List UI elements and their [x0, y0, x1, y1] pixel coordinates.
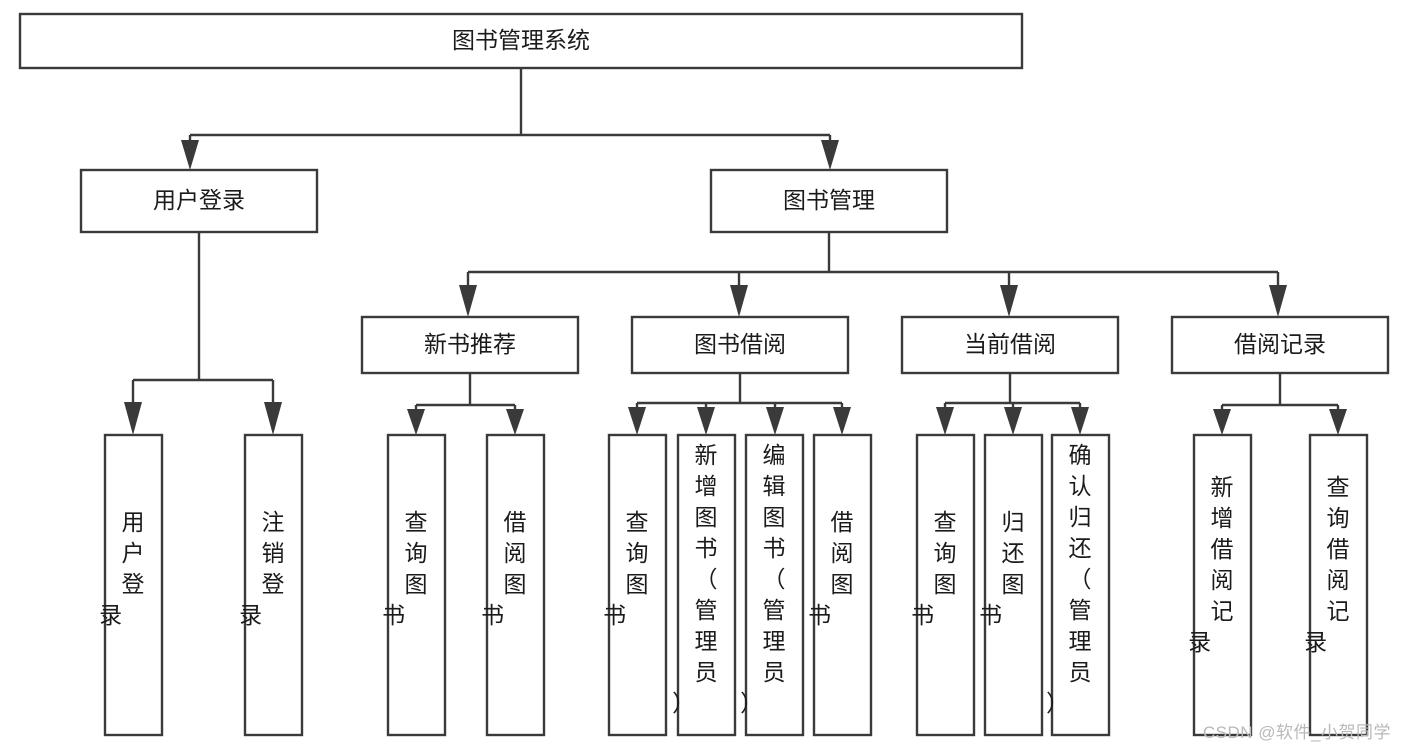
arrow-user-login-to-leaf-1 [124, 402, 142, 435]
node-new-book-rec[interactable]: 新书推荐 [360, 315, 580, 375]
node-leaf-borrow-book-2-box[interactable] [812, 433, 873, 737]
node-leaf-query-book-1-box[interactable] [386, 433, 447, 737]
node-leaf-confirm-return-label: 确认归还（管理员） [1046, 442, 1114, 716]
arrow-root-to-book-manage [821, 140, 839, 170]
arrow-book-borrow-to-leaf-1 [628, 407, 646, 435]
watermark: CSDN @软件_小贺同学 [1202, 723, 1391, 742]
arrow-current-borrow-to-leaf-3 [1071, 407, 1089, 435]
node-current-borrow[interactable]: 当前借阅 [900, 315, 1120, 375]
arrow-book-manage-to-borrow-record [1269, 285, 1287, 317]
node-book-manage[interactable]: 图书管理 [709, 168, 949, 234]
arrow-new-book-rec-to-leaf-2 [506, 409, 524, 435]
node-leaf-user-login-box[interactable] [103, 433, 164, 737]
node-user-login-box[interactable] [79, 168, 319, 234]
node-leaf-query-record-box[interactable] [1308, 433, 1369, 737]
node-leaf-return-book[interactable]: 归还图书 [979, 433, 1047, 737]
node-leaf-return-book-label: 归还图书 [979, 509, 1047, 628]
node-new-book-rec-box[interactable] [360, 315, 580, 375]
arrow-borrow-record-to-leaf-1 [1213, 409, 1231, 435]
node-root-box[interactable] [18, 12, 1024, 70]
node-leaf-confirm-return-box[interactable] [1050, 433, 1111, 737]
node-borrow-record[interactable]: 借阅记录 [1170, 315, 1390, 375]
node-book-borrow[interactable]: 图书借阅 [630, 315, 850, 375]
node-leaf-query-book-2[interactable]: 查询图书 [603, 433, 671, 737]
node-leaf-borrow-book-1-label: 借阅图书 [481, 509, 549, 628]
node-leaf-user-login-label: 用户登录 [99, 509, 167, 628]
node-book-borrow-label: 图书借阅 [694, 331, 786, 357]
node-leaf-logout-box[interactable] [243, 433, 304, 737]
node-leaf-query-book-3-box[interactable] [915, 433, 976, 737]
arrow-current-borrow-to-leaf-2 [1004, 407, 1022, 435]
arrow-new-book-rec-to-leaf-1 [407, 409, 425, 435]
node-leaf-edit-book-box[interactable] [744, 433, 805, 737]
node-leaf-query-book-1[interactable]: 查询图书 [382, 433, 450, 737]
arrow-borrow-record-to-leaf-2 [1329, 409, 1347, 435]
node-leaf-edit-book[interactable]: 编辑图书（管理员） [740, 433, 808, 737]
node-leaf-edit-book-label: 编辑图书（管理员） [740, 442, 808, 716]
node-new-book-rec-label: 新书推荐 [424, 331, 516, 357]
node-borrow-record-box[interactable] [1170, 315, 1390, 375]
node-user-login-label: 用户登录 [153, 187, 245, 213]
arrow-book-manage-to-new-book-rec [459, 285, 477, 317]
node-leaf-query-book-3-label: 查询图书 [911, 509, 979, 628]
node-current-borrow-box[interactable] [900, 315, 1120, 375]
node-leaf-query-book-3[interactable]: 查询图书 [911, 433, 979, 737]
node-leaf-add-record[interactable]: 新增借阅记录 [1188, 433, 1256, 737]
arrow-book-borrow-to-leaf-2 [697, 407, 715, 435]
node-leaf-add-record-label: 新增借阅记录 [1188, 474, 1256, 655]
node-root-label: 图书管理系统 [452, 27, 590, 53]
node-book-manage-label: 图书管理 [783, 187, 875, 213]
arrow-book-borrow-to-leaf-4 [833, 407, 851, 435]
node-leaf-logout-label: 注销登录 [239, 509, 307, 628]
node-leaf-query-record-label: 查询借阅记录 [1304, 474, 1372, 655]
node-leaf-borrow-book-2[interactable]: 借阅图书 [808, 433, 876, 737]
arrow-current-borrow-to-leaf-1 [936, 407, 954, 435]
node-borrow-record-label: 借阅记录 [1234, 331, 1326, 357]
arrow-book-manage-to-book-borrow [730, 285, 748, 317]
node-root[interactable]: 图书管理系统 [18, 12, 1024, 70]
node-leaf-logout[interactable]: 注销登录 [239, 433, 307, 737]
node-leaf-borrow-book-2-label: 借阅图书 [808, 509, 876, 628]
node-leaf-query-book-2-box[interactable] [607, 433, 668, 737]
node-user-login[interactable]: 用户登录 [79, 168, 319, 234]
node-leaf-user-login[interactable]: 用户登录 [99, 433, 167, 737]
node-book-manage-box[interactable] [709, 168, 949, 234]
node-leaf-query-book-2-label: 查询图书 [603, 509, 671, 628]
node-leaf-query-book-1-label: 查询图书 [382, 509, 450, 628]
arrow-book-borrow-to-leaf-3 [766, 407, 784, 435]
arrow-root-to-user-login [181, 140, 199, 170]
edge-layer [124, 68, 1347, 435]
arrow-book-manage-to-current-borrow [1000, 285, 1018, 317]
node-leaf-query-record[interactable]: 查询借阅记录 [1304, 433, 1372, 737]
node-current-borrow-label: 当前借阅 [964, 331, 1056, 357]
node-leaf-add-book[interactable]: 新增图书（管理员） [672, 433, 740, 737]
node-leaf-borrow-book-1[interactable]: 借阅图书 [481, 433, 549, 737]
node-leaf-add-book-box[interactable] [676, 433, 737, 737]
node-leaf-return-book-box[interactable] [983, 433, 1044, 737]
node-leaf-borrow-book-1-box[interactable] [485, 433, 546, 737]
node-leaf-add-book-label: 新增图书（管理员） [672, 442, 740, 716]
node-book-borrow-box[interactable] [630, 315, 850, 375]
node-leaf-confirm-return[interactable]: 确认归还（管理员） [1046, 433, 1114, 737]
arrow-user-login-to-leaf-2 [264, 402, 282, 435]
node-leaf-add-record-box[interactable] [1192, 433, 1253, 737]
